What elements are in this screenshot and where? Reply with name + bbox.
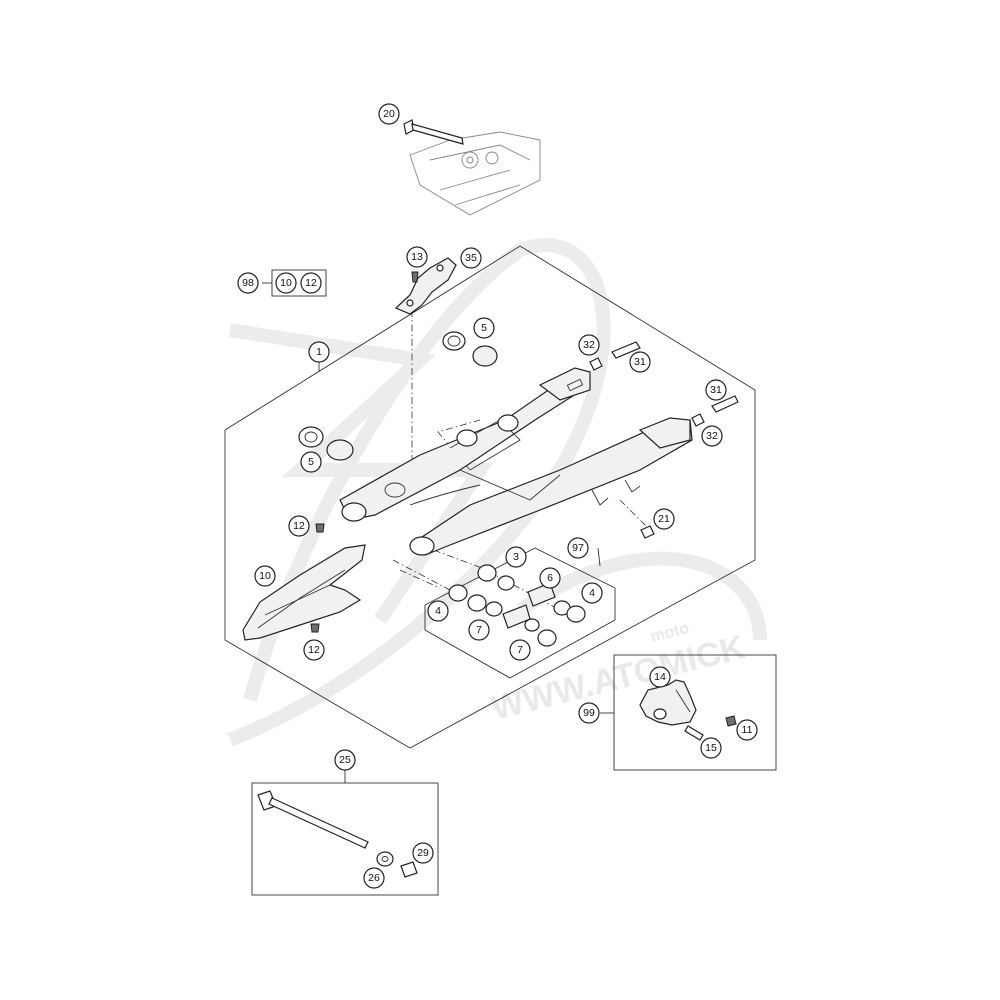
svg-text:97: 97 (572, 542, 584, 554)
callout-6: 6 (539, 567, 561, 589)
bearing-kit (448, 564, 586, 647)
callout-11: 11 (736, 719, 758, 741)
svg-text:4: 4 (435, 605, 441, 617)
callout-12-kit: 12 (300, 272, 322, 294)
callout-97: 97 (567, 537, 589, 559)
svg-text:5: 5 (481, 322, 487, 334)
callout-10-kit: 10 (275, 272, 297, 294)
callout-98: 98 (237, 272, 259, 294)
svg-text:11: 11 (742, 724, 753, 736)
watermark-arc (516, 551, 767, 641)
chain-guide-box (613, 654, 777, 771)
svg-text:31: 31 (710, 384, 722, 396)
callout-7-right: 7 (509, 639, 531, 661)
callout-99: 99 (578, 702, 600, 724)
svg-text:35: 35 (465, 252, 477, 264)
caps-upper (442, 331, 498, 367)
chain-guide (639, 679, 737, 741)
right-bolts (589, 341, 739, 539)
svg-text:32: 32 (706, 430, 718, 442)
callout-32-upper: 32 (578, 334, 600, 356)
kit-98-frame (271, 269, 327, 297)
svg-text:14: 14 (654, 671, 666, 683)
svg-text:15: 15 (705, 742, 717, 754)
callout-4-right: 4 (581, 582, 603, 604)
callout-15: 15 (700, 737, 722, 759)
callout-29: 29 (412, 842, 434, 864)
callout-3: 3 (505, 546, 527, 568)
callout-31-lower: 31 (705, 379, 727, 401)
svg-text:12: 12 (305, 277, 317, 289)
pivot-bolt (403, 119, 464, 145)
rear-axle (257, 790, 418, 878)
callout-35: 35 (460, 247, 482, 269)
callout-5-left: 5 (300, 451, 322, 473)
bearing-kit-box (424, 547, 616, 679)
callout-10: 10 (254, 565, 276, 587)
caps-left (298, 426, 354, 461)
svg-text:7: 7 (517, 644, 523, 656)
svg-text:29: 29 (417, 847, 429, 859)
svg-text:5: 5 (308, 456, 314, 468)
watermark: WWW.ATOMICK moto (227, 238, 767, 747)
svg-text:13: 13 (411, 251, 423, 263)
callout-14: 14 (649, 666, 671, 688)
svg-text:98: 98 (242, 277, 254, 289)
svg-text:3: 3 (513, 551, 519, 563)
callout-12-lower: 12 (303, 639, 325, 661)
chain-slider (242, 523, 366, 641)
svg-text:1: 1 (316, 346, 322, 358)
callout-31-upper: 31 (629, 351, 651, 373)
callout-5-upper: 5 (473, 317, 495, 339)
svg-text:99: 99 (583, 707, 595, 719)
callout-12-upper: 12 (288, 515, 310, 537)
svg-text:25: 25 (339, 754, 351, 766)
callout-21: 21 (653, 508, 675, 530)
callout-4-left: 4 (427, 600, 449, 622)
callout-26: 26 (363, 867, 385, 889)
svg-text:21: 21 (658, 513, 670, 525)
svg-text:10: 10 (280, 277, 292, 289)
svg-text:10: 10 (259, 570, 271, 582)
callout-20: 20 (378, 103, 400, 125)
svg-text:32: 32 (583, 339, 595, 351)
guide-lines (392, 310, 649, 611)
callout-7-left: 7 (468, 619, 490, 641)
svg-text:4: 4 (589, 587, 595, 599)
callout-25: 25 (334, 749, 356, 771)
swingarm (339, 367, 693, 556)
callout-32-lower: 32 (701, 425, 723, 447)
callout-1: 1 (308, 341, 330, 363)
svg-text:20: 20 (383, 108, 395, 120)
svg-text:31: 31 (634, 356, 646, 368)
swingarm-assembly-box (224, 245, 756, 749)
svg-text:12: 12 (293, 520, 305, 532)
svg-text:26: 26 (368, 872, 380, 884)
frame-fragment (409, 131, 541, 216)
callout-13: 13 (406, 246, 428, 268)
svg-text:6: 6 (547, 572, 553, 584)
svg-text:7: 7 (476, 624, 482, 636)
svg-text:12: 12 (308, 644, 320, 656)
leader-lines (262, 282, 614, 783)
chain-guide-plate (394, 257, 457, 315)
